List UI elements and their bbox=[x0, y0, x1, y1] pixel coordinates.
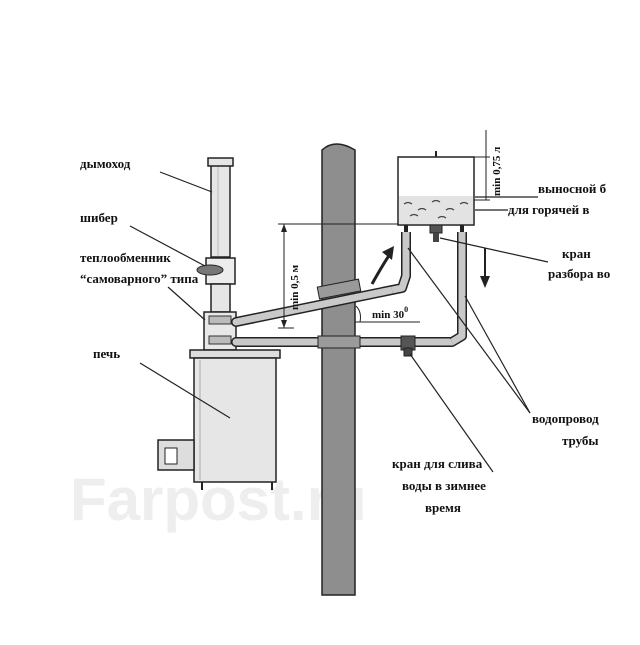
stove-label: печь bbox=[93, 346, 120, 361]
flow-arrow-down bbox=[480, 248, 490, 288]
drain-label-line3: время bbox=[425, 500, 461, 515]
tap-label-line1: кран bbox=[562, 246, 591, 261]
leader-lines bbox=[129, 171, 549, 473]
chimney-pipe bbox=[196, 157, 236, 313]
pipes-label-line2: трубы bbox=[562, 433, 599, 448]
height-dimension bbox=[278, 223, 398, 329]
flow-arrow-up bbox=[370, 246, 394, 285]
wall bbox=[321, 143, 356, 596]
tank-volume-label: min 0,75 л bbox=[491, 147, 503, 196]
pipes-label-line1: водопровод bbox=[532, 411, 599, 426]
heat-exchanger bbox=[203, 311, 237, 351]
tank-label-line2: для горячей в bbox=[508, 202, 589, 217]
tank-volume-dimension bbox=[474, 130, 490, 201]
drain-label-line2: воды в зимнее bbox=[402, 478, 486, 493]
height-dimension-label: min 0,5 м bbox=[289, 264, 301, 310]
angle-dimension-label: min 300 bbox=[372, 305, 408, 321]
heat-exchanger-label-line2: “самоварного” типа bbox=[80, 271, 199, 286]
chimney-label: дымоход bbox=[80, 156, 131, 171]
water-tank bbox=[397, 151, 475, 232]
damper-valve bbox=[196, 257, 236, 285]
tank-label-line1: выносной б bbox=[538, 181, 607, 196]
hot-water-tap bbox=[429, 224, 443, 242]
tap-label-line2: разбора во bbox=[548, 266, 610, 281]
drain-valve bbox=[400, 335, 416, 357]
water-pipes bbox=[231, 232, 467, 349]
damper-label: шибер bbox=[80, 210, 118, 225]
angle-dimension bbox=[355, 305, 420, 323]
heat-exchanger-label-line1: теплообменник bbox=[80, 250, 171, 265]
stove bbox=[157, 349, 281, 490]
drain-label-line1: кран для слива bbox=[392, 456, 483, 471]
